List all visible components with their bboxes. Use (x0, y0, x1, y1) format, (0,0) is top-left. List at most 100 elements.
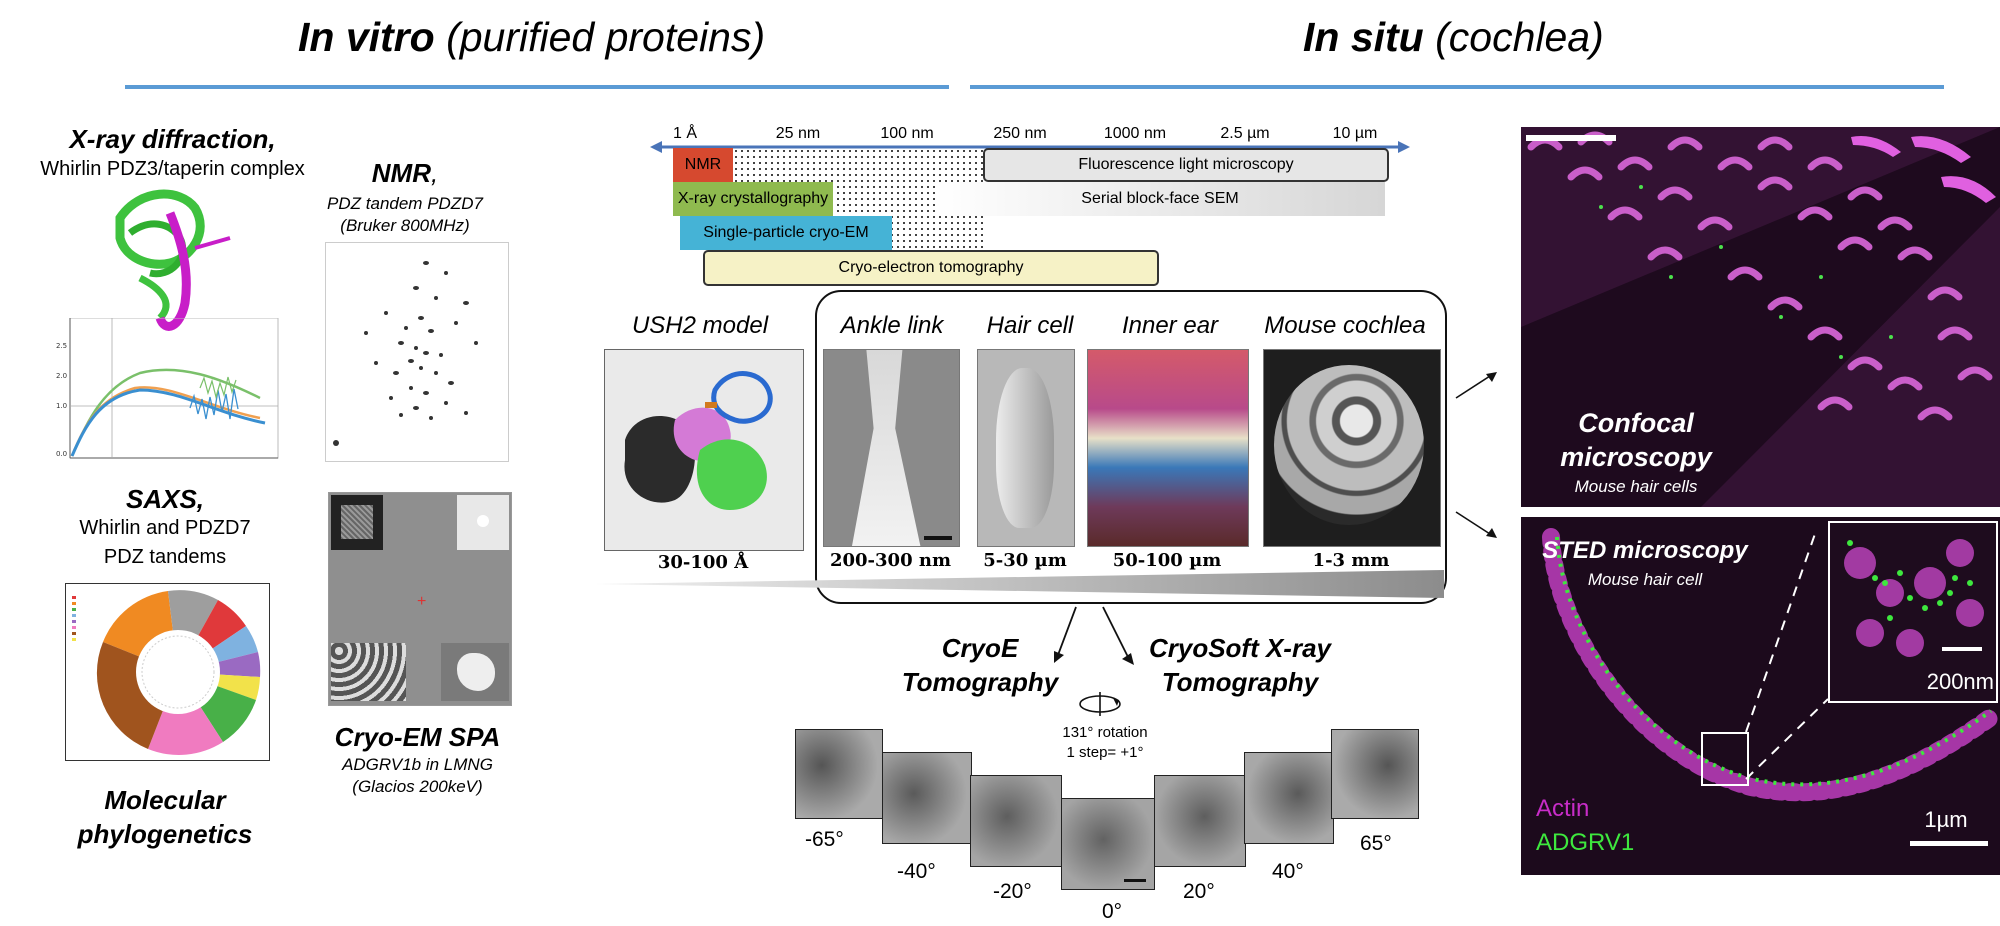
mouse-cochlea-size-label: 1-3 mm (1312, 550, 1390, 571)
tomo-tile-minus65 (795, 729, 883, 819)
in-situ-rule (970, 85, 1944, 89)
ush2-model-title: USH2 model (631, 312, 769, 339)
cryoem-crosshair: + (417, 593, 427, 610)
svg-text:2.0: 2.0 (56, 372, 67, 380)
tomography-arrows (1054, 606, 1134, 665)
nmr-subtitle-1: PDZ tandem PDZD7 (327, 194, 483, 213)
tomo-tile-20 (1154, 775, 1246, 867)
hair-cell-body (996, 368, 1054, 528)
scale-tick-10um: 10 µm (1332, 125, 1378, 142)
angle-label-0: 0° (1102, 900, 1123, 923)
nmr-title: NMR, (310, 158, 500, 189)
svg-text:0.0: 0.0 (56, 450, 67, 458)
in-vitro-header: In vitro (purified proteins) (298, 14, 765, 61)
sted-image: 200nm 1µm Actin ADGRV1 (1521, 517, 2000, 875)
tomo-scalebar (1124, 879, 1146, 882)
mouse-cochlea-image (1263, 349, 1441, 547)
confocal-subtitle: Mouse hair cells (1574, 477, 1698, 496)
bar-single-particle-cryoem: Single-particle cryo-EM (680, 216, 892, 250)
confocal-title-1: Confocal (1578, 408, 1694, 438)
cryoem-subtitle-1: ADGRV1b in LMNG (342, 755, 493, 774)
hair-cell-size-label: 5-30 µm (983, 550, 1067, 571)
resolution-scale-arrow (650, 141, 1410, 153)
tomo-tile-0 (1061, 798, 1155, 890)
ankle-link-size-label: 200-300 nm (829, 550, 952, 571)
bar-cryo-electron-tomography: Cryo-electron tomography (703, 250, 1159, 286)
ush2-model-image (604, 349, 804, 551)
nmr-subtitle-2: (Bruker 800MHz) (340, 216, 470, 235)
phylogenetics-title-2: phylogenetics (77, 819, 253, 849)
ankle-link-scalebar (924, 536, 952, 540)
cryoem-classes-inset (331, 643, 406, 701)
sted-scale-label: 1µm (1924, 807, 1968, 832)
in-situ-samples-box (815, 290, 1447, 604)
scale-tick-25nm: 25 nm (775, 125, 821, 142)
bar-xray-crystallography: X-ray crystallography (673, 182, 833, 216)
hair-cell-image (977, 349, 1075, 547)
cryoem-ctf-spot (477, 515, 489, 527)
nmr-title-text: NMR (371, 158, 431, 188)
confocal-scalebar (1526, 135, 1616, 141)
cryoe-tomography-title-2: Tomography (901, 667, 1059, 697)
sted-inset-scale-label: 200nm (1926, 669, 1994, 694)
cryosoft-xray-title-1: CryoSoft X-ray (1148, 633, 1332, 663)
ankle-link-title: Ankle link (840, 312, 944, 339)
inner-ear-title: Inner ear (1121, 312, 1219, 339)
cryoem-subtitle-2: (Glacios 200keV) (352, 777, 483, 796)
sted-roi-box (1701, 732, 1749, 786)
confocal-title-2: microscopy (1560, 442, 1712, 472)
scale-tick-1000nm: 1000 nm (1103, 125, 1167, 142)
tomo-tile-minus20 (970, 775, 1062, 867)
angle-label-minus65: -65° (805, 828, 844, 851)
cryoe-tomography-title-1: CryoE (941, 633, 1019, 663)
scale-tick-100nm: 100 nm (880, 125, 934, 142)
rotation-label-1: 131° rotation (1062, 724, 1148, 741)
cryoem-grid-inset (341, 505, 373, 539)
hair-cell-title: Hair cell (986, 312, 1074, 339)
in-vitro-rule (125, 85, 949, 89)
angle-label-20: 20° (1183, 880, 1215, 903)
in-vitro-bold: In vitro (298, 14, 435, 60)
bar-serial-block-face-sem: Serial block-face SEM (935, 182, 1385, 216)
confocal-image (1521, 127, 2000, 507)
ush2-size-label: 30-100 Å (657, 552, 749, 573)
sted-subtitle: Mouse hair cell (1587, 570, 1703, 589)
microscopy-arrows (1455, 372, 1497, 538)
sted-inset-scalebar (1942, 647, 1982, 651)
angle-label-40: 40° (1272, 860, 1304, 883)
svg-text:1.0: 1.0 (56, 402, 67, 410)
tomo-tile-65 (1331, 729, 1419, 819)
inner-ear-size-label: 50-100 µm (1112, 550, 1222, 571)
tomo-tile-minus40 (882, 752, 972, 844)
angle-label-minus20: -20° (993, 880, 1032, 903)
saxs-title: SAXS, (125, 484, 205, 514)
scale-tick-250nm: 250 nm (993, 125, 1047, 142)
in-vitro-rest: (purified proteins) (434, 14, 766, 60)
phylogenetic-tree-image (65, 583, 270, 761)
cryoem-micrograph-image: + (328, 492, 512, 706)
nmr-title-comma: , (430, 158, 439, 188)
ankle-link-image (823, 349, 960, 547)
xray-structure-image (115, 189, 231, 331)
svg-text:2.5: 2.5 (56, 342, 67, 350)
phylogenetics-title-1: Molecular (104, 785, 226, 815)
scale-tick-1a: 1 Å (672, 125, 697, 142)
sted-inset: 200nm (1828, 521, 1998, 703)
cochlea-outer-turn (1274, 365, 1424, 525)
cryosoft-xray-title-2: Tomography (1161, 667, 1319, 697)
cryoem-title: Cryo-EM SPA (334, 722, 501, 752)
in-situ-rest: (cochlea) (1423, 14, 1604, 60)
scale-tick-2-5um: 2.5 µm (1220, 125, 1270, 142)
rotation-label-2: 1 step= +1° (1066, 744, 1144, 761)
sted-title: STED microscopy (1542, 537, 1748, 564)
xray-title: X-ray diffraction, (69, 124, 276, 154)
bar-fluorescence-microscopy: Fluorescence light microscopy (983, 148, 1389, 182)
nmr-spectrum-image (325, 242, 509, 462)
angle-label-minus40: -40° (897, 860, 936, 883)
saxs-subtitle-1: Whirlin and PDZD7 (79, 517, 251, 539)
actin-legend: Actin (1536, 795, 1590, 822)
inner-ear-image (1087, 349, 1249, 547)
rotation-icon (1079, 692, 1121, 716)
mouse-cochlea-title: Mouse cochlea (1264, 312, 1426, 339)
bar-nmr: NMR (673, 148, 733, 182)
